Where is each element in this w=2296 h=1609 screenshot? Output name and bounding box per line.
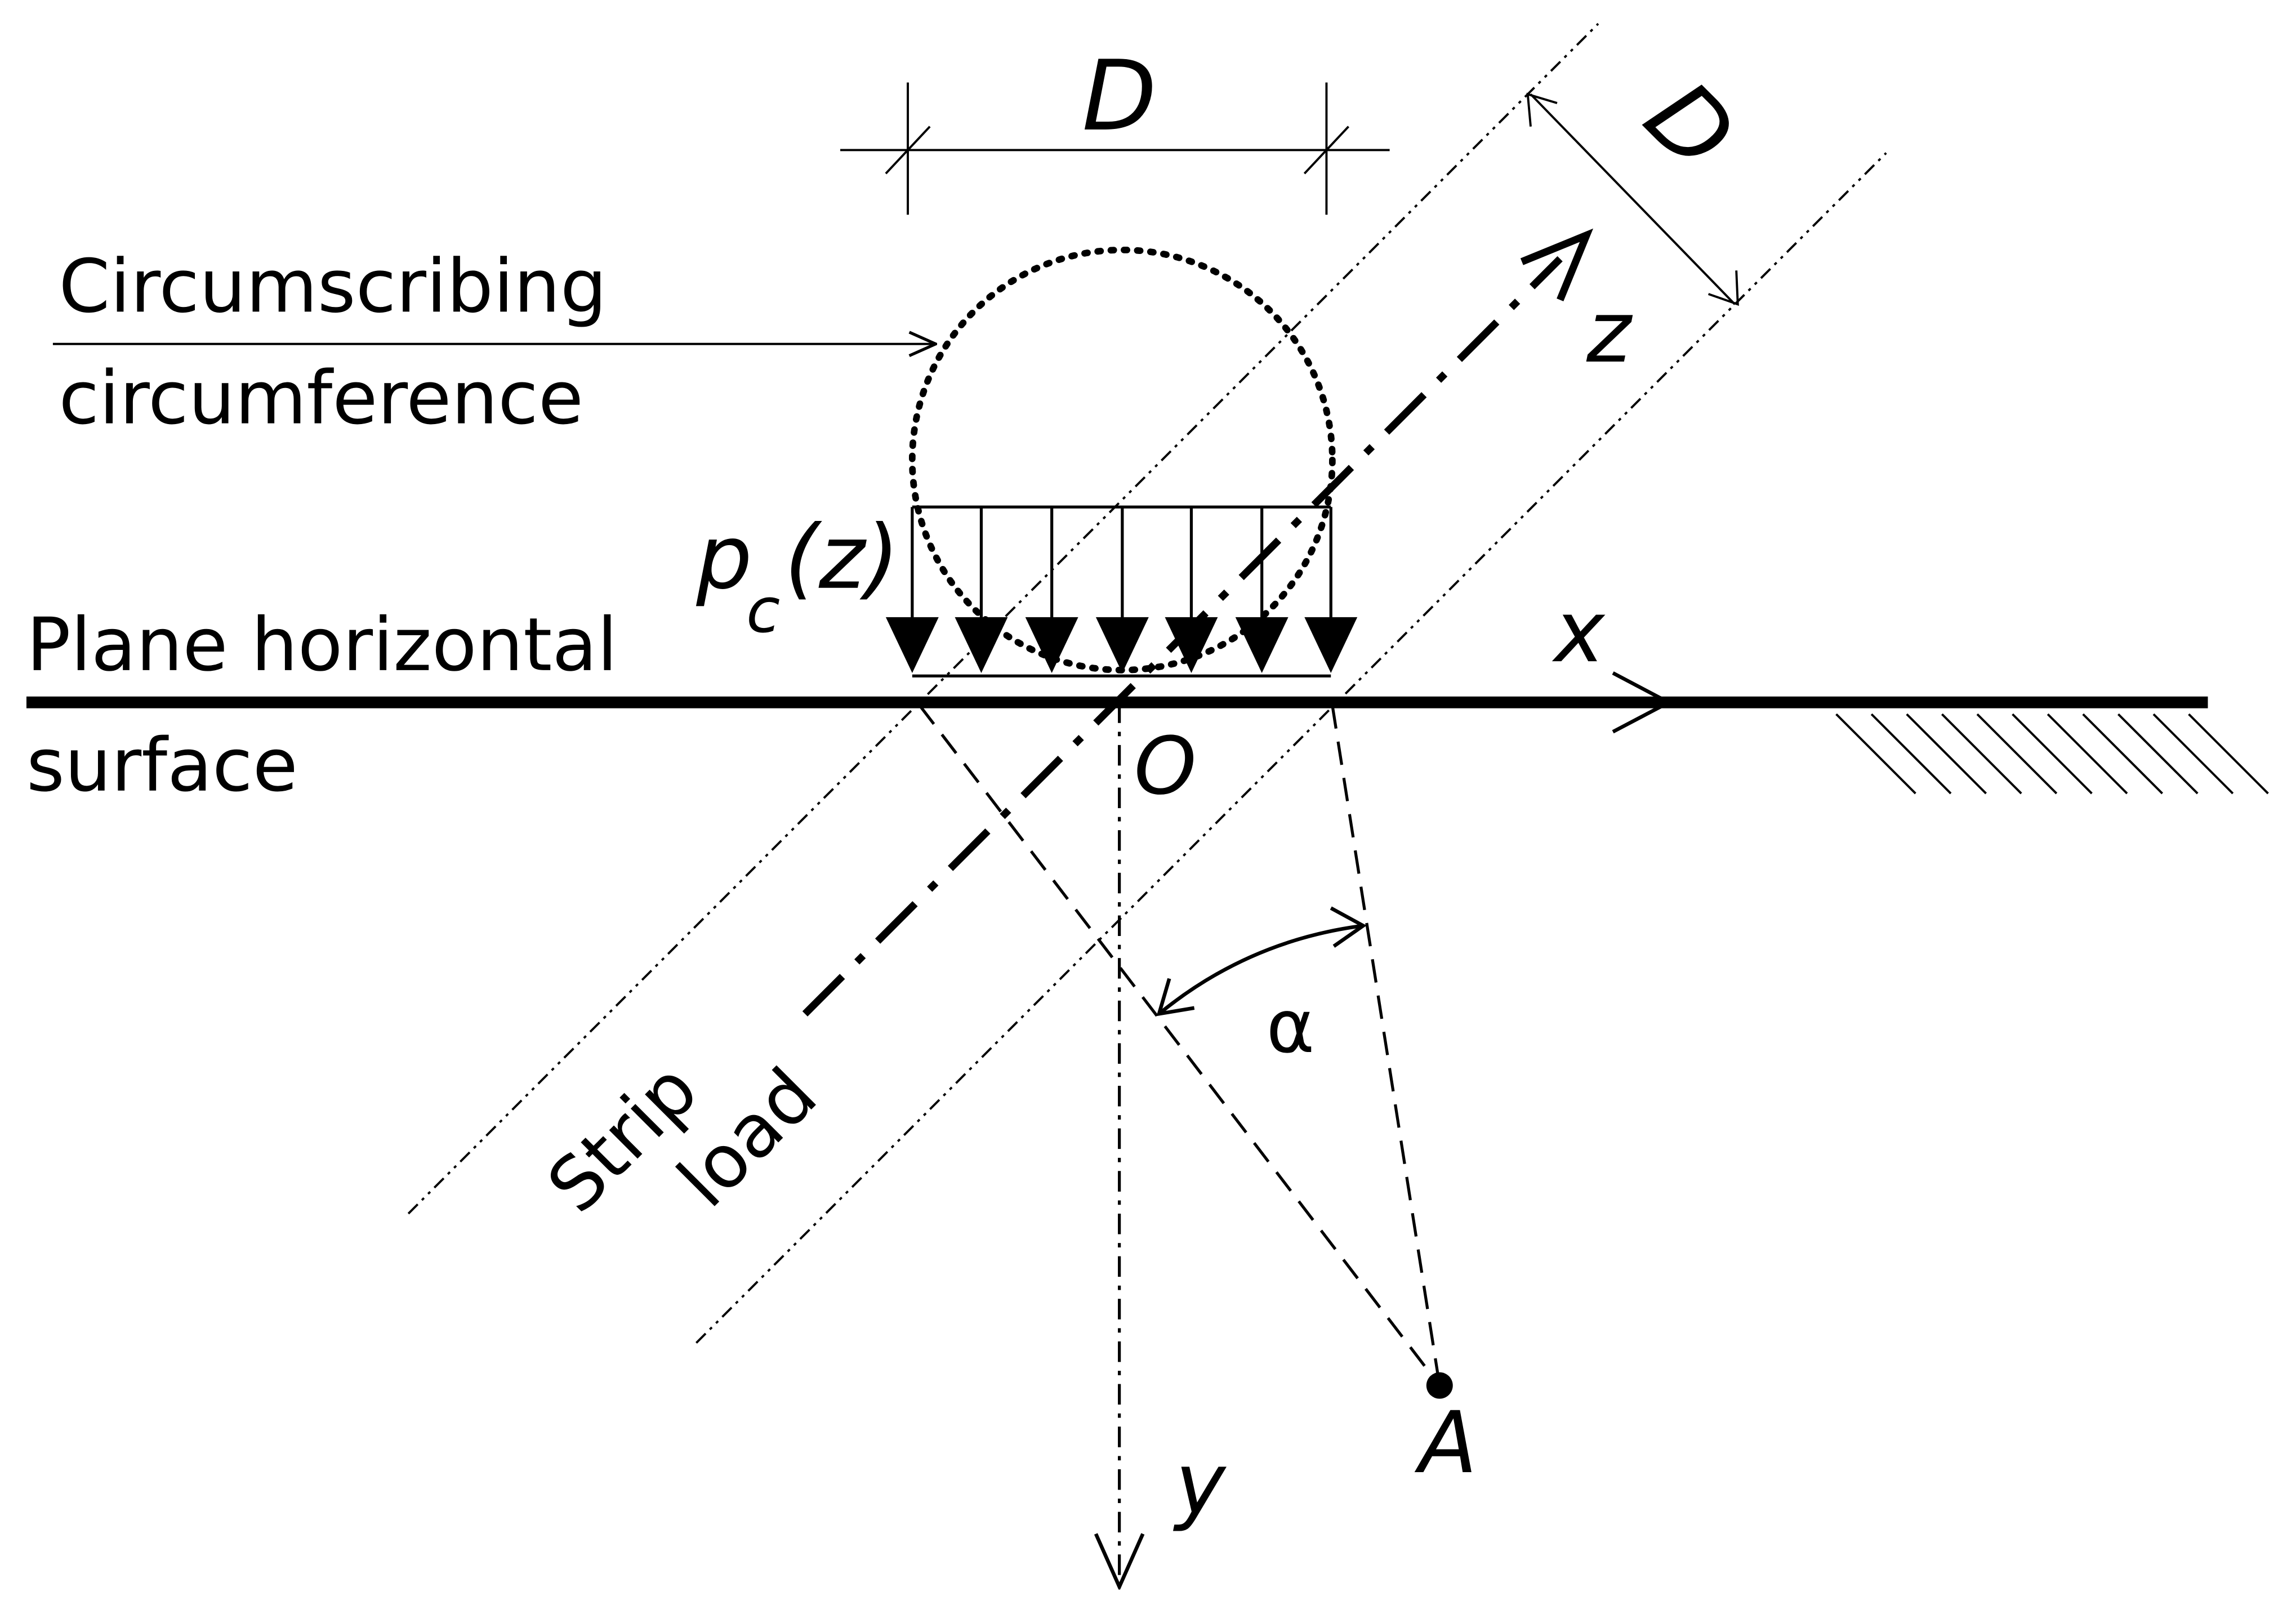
svg-text:c: c xyxy=(746,574,780,647)
dim-diag-label: D xyxy=(1624,59,1756,192)
circ-label-line1: Circumscribing xyxy=(59,243,607,329)
point-a-label: A xyxy=(1414,1393,1477,1492)
angle-arc xyxy=(1157,924,1364,1015)
distributed-load xyxy=(885,505,1358,678)
angle-arrow-left-icon xyxy=(1156,978,1195,1017)
svg-text:load: load xyxy=(662,1052,833,1224)
y-axis-label: y xyxy=(1173,1434,1227,1534)
angle-label: α xyxy=(1266,984,1314,1069)
ray-right-to-a xyxy=(1331,705,1441,1386)
svg-text:p: p xyxy=(696,506,752,609)
load-arrowheads xyxy=(885,617,1358,674)
dim-top-label: D xyxy=(1082,39,1157,153)
circ-label-line2: circumference xyxy=(59,355,583,441)
angle-arrow-right-icon xyxy=(1330,906,1367,948)
diag-dim-arrow-start-icon xyxy=(1526,92,1558,127)
x-axis-arrow-icon xyxy=(1612,671,1673,734)
strip-boundary-upper xyxy=(407,23,1599,1215)
strip-boundary-lower xyxy=(696,152,1887,1344)
plane-label-line2: surface xyxy=(26,723,298,808)
strip-load-label: Strip load xyxy=(532,1046,833,1229)
svg-text:(z): (z) xyxy=(784,506,899,609)
diagonal-dimension xyxy=(1530,93,1736,305)
z-axis-label: z xyxy=(1586,283,1633,382)
top-dimension xyxy=(840,82,1390,215)
pc-label: p c (z) xyxy=(696,506,899,647)
point-a-marker xyxy=(1426,1372,1453,1399)
plane-label-line1: Plane horizontal xyxy=(26,602,618,688)
ray-left-to-a xyxy=(918,704,1441,1387)
z-axis-arrow-icon xyxy=(1520,228,1594,301)
diag-dim-arrow-end-icon xyxy=(1707,270,1739,306)
ground-hatching xyxy=(1835,713,2269,795)
x-axis-label: x xyxy=(1552,582,1606,681)
origin-label: O xyxy=(1134,720,1197,813)
